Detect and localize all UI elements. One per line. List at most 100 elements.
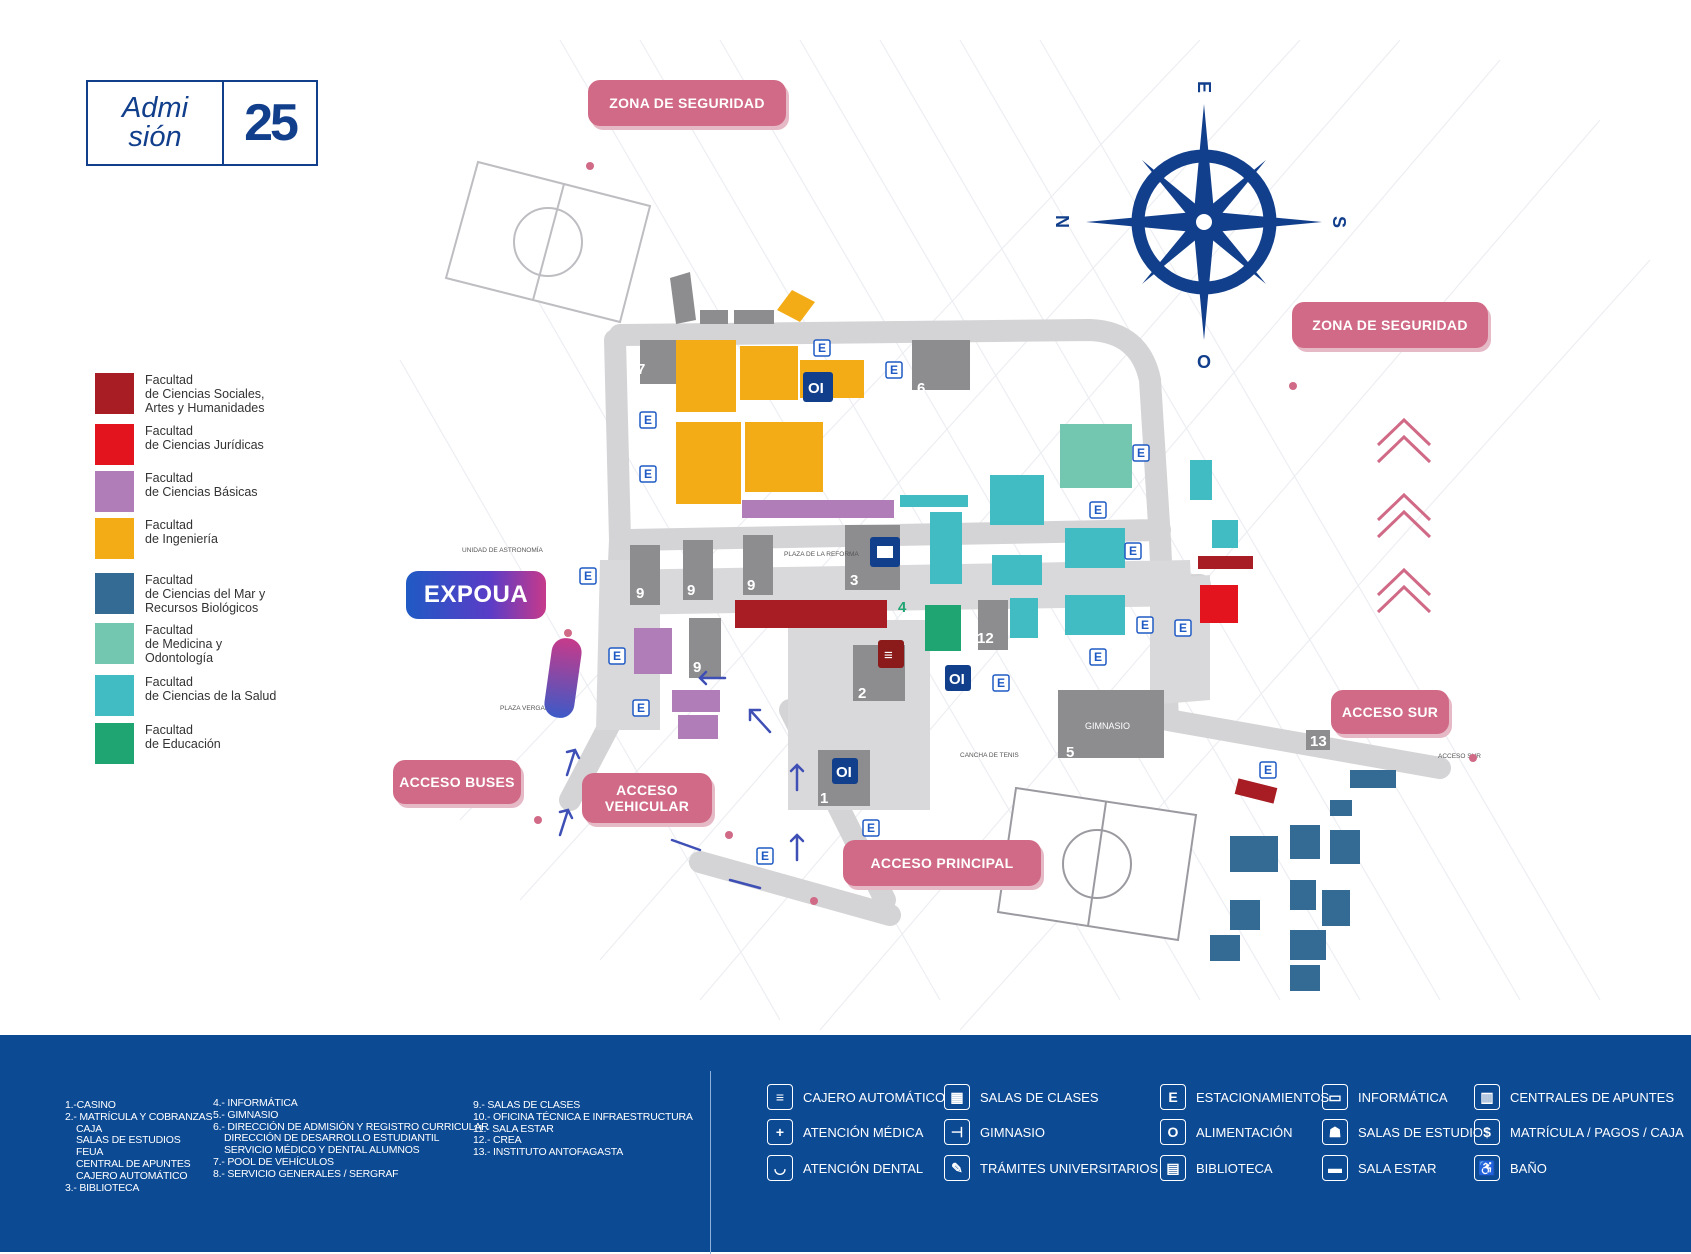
restroom-icon: ♿ (1474, 1155, 1500, 1181)
icon-legend-label: SALAS DE CLASES (980, 1089, 1099, 1105)
svg-text:E: E (1094, 503, 1102, 517)
campus-map: E E E E E E E E E E E E E E E E E OI OI … (399, 39, 1651, 1031)
expoua-banner: EXPOUA (406, 571, 546, 619)
footer-list-entry: 6.- DIRECCIÓN DE ADMISIÓN Y REGISTRO CUR… (213, 1120, 489, 1133)
footer-list-entry: 3.- BIBLIOTECA (65, 1181, 140, 1194)
legend-swatch (95, 573, 134, 614)
legend-label: Facultad de Ciencias Sociales, Artes y H… (145, 373, 265, 415)
icon-legend-item: ▭INFORMÁTICA (1322, 1084, 1448, 1110)
icon-legend-label: SALA ESTAR (1358, 1160, 1437, 1176)
svg-text:7: 7 (637, 361, 645, 378)
food-icon: OI (803, 372, 833, 402)
svg-text:E: E (1094, 650, 1102, 664)
label-cancha-tenis: CANCHA DE TENIS (960, 752, 1019, 759)
legend-label: Facultad de Ciencias de la Salud (145, 675, 277, 703)
svg-text:2: 2 (858, 685, 866, 702)
svg-text:E: E (1129, 544, 1137, 558)
svg-text:9: 9 (636, 585, 644, 602)
footer-list-entry: 7.- POOL DE VEHÍCULOS (213, 1155, 334, 1168)
svg-text:E: E (761, 849, 769, 863)
medical-cross-icon: + (767, 1119, 793, 1145)
icon-legend-label: SALAS DE ESTUDIO (1358, 1124, 1483, 1140)
svg-text:OI: OI (836, 764, 852, 781)
legend-label: Facultad de Ingeniería (145, 518, 218, 546)
icon-legend-item: E ESTACIONAMIENTOS (1160, 1084, 1329, 1110)
icon-legend-label: MATRÍCULA / PAGOS / CAJA (1510, 1124, 1684, 1140)
label-gimnasio: GIMNASIO (1085, 721, 1130, 731)
icon-legend-item: ▤BIBLIOTECA (1160, 1155, 1273, 1181)
faculty-salud-buildings (900, 460, 1238, 638)
callout-acceso-vehicular: ACCESO VEHICULAR (582, 773, 712, 823)
svg-text:6: 6 (917, 380, 925, 397)
svg-text:S: S (1329, 216, 1349, 228)
callout-zona-seguridad-east: ZONA DE SEGURIDAD (1292, 302, 1488, 348)
icon-legend-item: ▥CENTRALES DE APUNTES (1474, 1084, 1674, 1110)
faculty-sociales-buildings (735, 556, 1278, 804)
icon-legend-item: ✎ TRÁMITES UNIVERSITARIOS (944, 1155, 1158, 1181)
admision-logo: Admi sión 25 (86, 80, 318, 166)
footer-list-entry: 9.- SALAS DE CLASES (473, 1099, 581, 1111)
atm-icon: ≡ (767, 1084, 793, 1110)
compass-rose: E O N S (1053, 81, 1349, 372)
atm-icon: ≡ (878, 640, 904, 668)
callout-acceso-principal: ACCESO PRINCIPAL (843, 840, 1041, 886)
svg-text:E: E (584, 569, 592, 583)
icon-legend-label: TRÁMITES UNIVERSITARIOS (980, 1160, 1159, 1176)
svg-text:N: N (1053, 215, 1073, 228)
study-room-icon: ☗ (1322, 1119, 1348, 1145)
legend-swatch (95, 424, 134, 465)
legend-swatch (95, 623, 134, 664)
svg-text:1: 1 (820, 790, 828, 807)
footer-list-entry: CAJA (76, 1122, 103, 1135)
footer-list-entry: 5.- GIMNASIO (213, 1108, 279, 1121)
svg-text:8: 8 (666, 308, 674, 325)
footer-list-entry: SALAS DE ESTUDIOS (76, 1134, 181, 1147)
label-plaza-vergara: PLAZA VERGARA (500, 705, 554, 712)
svg-text:E: E (1179, 621, 1187, 635)
callout-acceso-sur: ACCESO SUR (1331, 690, 1449, 734)
svg-text:E: E (1141, 618, 1149, 632)
footer-list-entry: CAJERO AUTOMÁTICO (76, 1169, 188, 1182)
footer-list-entry: SERVICIO MÉDICO Y DENTAL ALUMNOS (224, 1144, 420, 1157)
dollar-icon: $ (1474, 1119, 1500, 1145)
icon-legend-label: ESTACIONAMIENTOS (1196, 1089, 1330, 1105)
footer-list-entry: 8.- SERVICIO GENERALES / SERGRAF (213, 1167, 399, 1180)
legend-swatch (95, 518, 134, 559)
icon-legend-label: ATENCIÓN MÉDICA (803, 1124, 924, 1140)
svg-text:E: E (644, 467, 652, 481)
legend-label: Facultad de Educación (145, 723, 221, 751)
food-icon: OI (945, 665, 971, 691)
icon-legend-label: GIMNASIO (980, 1124, 1046, 1140)
faculty-educacion-buildings (925, 605, 961, 651)
footer-list-entry: FEUA (76, 1146, 104, 1159)
faculty-ingenieria-buildings (676, 290, 864, 504)
icon-legend-label: ATENCIÓN DENTAL (803, 1160, 924, 1176)
footer-list-entry: DIRECCIÓN DE DESARROLLO ESTUDIANTIL (224, 1132, 440, 1145)
icon-legend-item: $ MATRÍCULA / PAGOS / CAJA (1474, 1119, 1684, 1145)
computer-icon: ▭ (1322, 1084, 1348, 1110)
svg-text:3: 3 (850, 572, 858, 589)
svg-text:4: 4 (898, 599, 907, 616)
icon-legend-item: ▦SALAS DE CLASES (944, 1084, 1099, 1110)
football-field-north (444, 160, 652, 324)
sofa-icon: ▬ (1322, 1155, 1348, 1181)
logo-number: 25 (244, 94, 299, 152)
footer-list-entry: 1.-CASINO (65, 1099, 116, 1111)
svg-text:≡: ≡ (884, 647, 893, 664)
parking-icon: E (1160, 1084, 1186, 1110)
footer-list-entry: CENTRAL DE APUNTES (76, 1157, 191, 1170)
footer-divider (710, 1071, 711, 1254)
footer-list-entry: 12.- CREA (473, 1134, 522, 1147)
icon-legend-item: ≡CAJERO AUTOMÁTICO (767, 1084, 945, 1110)
svg-text:E: E (818, 341, 826, 355)
document-icon: ✎ (944, 1155, 970, 1181)
svg-text:E: E (613, 649, 621, 663)
footer-list-entry: 4.- INFORMÁTICA (213, 1097, 298, 1109)
svg-text:13: 13 (1310, 733, 1327, 750)
food-icon: OI (832, 758, 858, 784)
legend-label: Facultad de Medicina y Odontología (145, 623, 223, 665)
legend-label: Facultad de Ciencias Básicas (145, 471, 258, 499)
